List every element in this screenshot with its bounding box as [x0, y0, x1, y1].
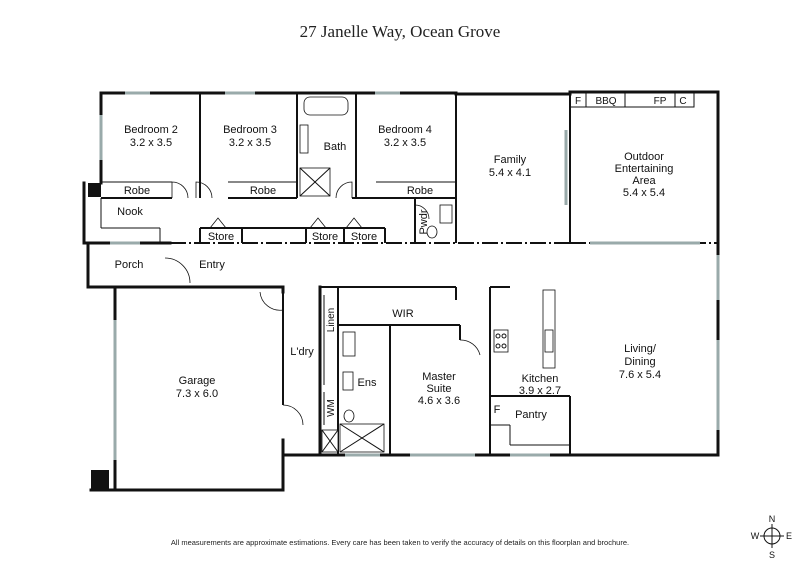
compass-n: N [769, 514, 776, 524]
room-store2-name: Store [312, 231, 338, 243]
room-kitchen-name: Kitchen [522, 373, 559, 385]
room-garage-name: Garage [179, 375, 216, 387]
fixture-c-label: C [679, 96, 686, 107]
room-outdoor-dims: 5.4 x 5.4 [623, 187, 665, 199]
room-linen-name: Linen [326, 308, 337, 332]
ens-vanity [342, 331, 356, 357]
room-living-dims: 7.6 x 5.4 [619, 369, 661, 381]
room-outdoor-line1: Outdoor [624, 151, 664, 163]
room-labels: Bedroom 2 3.2 x 3.5 Bedroom 3 3.2 x 3.5 … [115, 96, 687, 421]
room-kitchen-dims: 3.9 x 2.7 [519, 385, 561, 397]
room-bedroom4-dims: 3.2 x 3.5 [384, 137, 426, 149]
compass-w: W [751, 531, 760, 541]
fixture-bbq-label: BBQ [595, 96, 616, 107]
room-master-dims: 4.6 x 3.6 [418, 395, 460, 407]
room-master-line1: Master [422, 371, 456, 383]
cooktop [493, 329, 509, 353]
room-wir-name: WIR [392, 308, 413, 320]
room-bedroom4-name: Bedroom 4 [378, 124, 432, 136]
room-outdoor-line3: Area [632, 175, 656, 187]
doors [164, 181, 481, 426]
room-living-line2: Dining [624, 356, 655, 368]
room-fridge-label: F [494, 404, 501, 416]
plan-title: 27 Janelle Way, Ocean Grove [299, 22, 501, 41]
internal-walls [100, 93, 718, 455]
room-bath-name: Bath [324, 141, 347, 153]
compass-s: S [769, 550, 775, 560]
room-bedroom3-name: Bedroom 3 [223, 124, 277, 136]
vanity [299, 124, 309, 154]
outer-walls [82, 90, 720, 492]
room-robe2-name: Robe [250, 185, 276, 197]
disclaimer-text: All measurements are approximate estimat… [170, 538, 630, 547]
room-robe1-name: Robe [124, 185, 150, 197]
room-family-dims: 5.4 x 4.1 [489, 167, 531, 179]
room-bedroom2-dims: 3.2 x 3.5 [130, 137, 172, 149]
room-robe3-name: Robe [407, 185, 433, 197]
fixture-fp-label: FP [654, 96, 667, 107]
toilet-icon [426, 225, 438, 239]
compass-rose: N E S W [751, 514, 792, 560]
windows [99, 91, 720, 460]
room-store3-name: Store [351, 231, 377, 243]
room-store1-name: Store [208, 231, 234, 243]
room-bedroom2-name: Bedroom 2 [124, 124, 178, 136]
room-wm-name: WM [326, 399, 337, 417]
garage-column [91, 470, 109, 490]
room-pwdr-name: Pwdr [418, 209, 430, 234]
room-porch-name: Porch [115, 259, 144, 271]
room-master-line2: Suite [426, 383, 451, 395]
compass-e: E [786, 531, 792, 541]
ens-toilet-icon [343, 409, 355, 423]
bathtub [303, 96, 349, 116]
room-garage-dims: 7.3 x 6.0 [176, 388, 218, 400]
room-family-name: Family [494, 154, 527, 166]
pwdr-basin [439, 204, 453, 224]
fixture-f-label: F [575, 96, 581, 107]
room-ens-name: Ens [358, 377, 377, 389]
room-nook-name: Nook [117, 206, 143, 218]
fixtures [299, 91, 695, 453]
room-bedroom3-dims: 3.2 x 3.5 [229, 137, 271, 149]
room-outdoor-line2: Entertaining [615, 163, 674, 175]
room-pantry-name: Pantry [515, 409, 547, 421]
room-living-line1: Living/ [624, 343, 657, 355]
kitchen-sink [544, 329, 554, 353]
room-entry-name: Entry [199, 259, 225, 271]
ens-basin [342, 371, 354, 391]
column-block [88, 183, 101, 197]
kitchen-island [542, 289, 556, 369]
room-ldry-name: L'dry [290, 346, 314, 358]
